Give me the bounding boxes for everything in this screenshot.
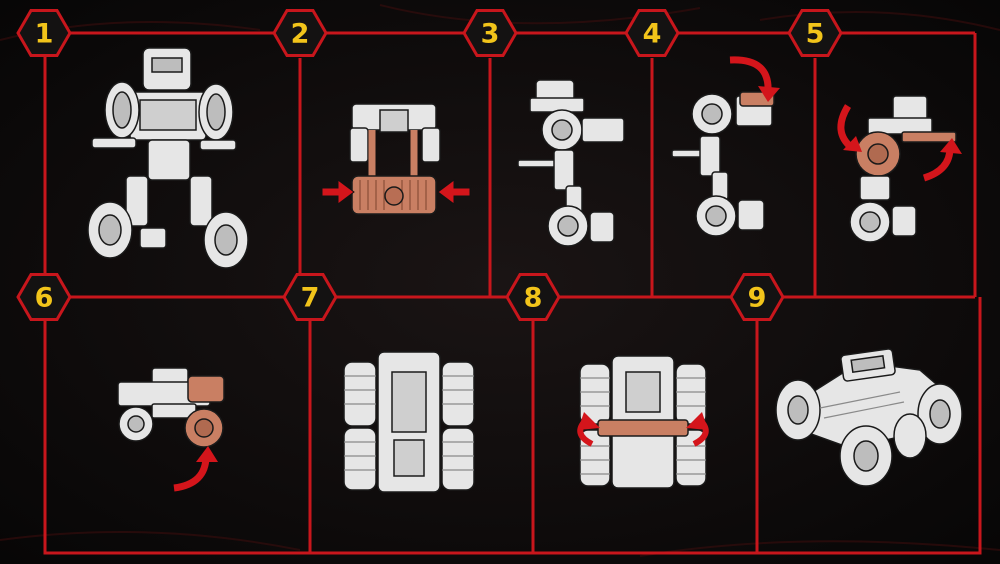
hexagon-badge-icon: [787, 9, 843, 57]
step-1-figure: [87, 47, 249, 269]
step-8-arrows: [577, 412, 709, 447]
step-badge-8: 8: [505, 273, 561, 321]
step-badge-5: 5: [787, 9, 843, 57]
step-3-figure: [517, 79, 625, 247]
curved-arrow-down-icon: [729, 56, 772, 93]
step-2-figure: [349, 103, 441, 215]
step-number: 7: [301, 283, 320, 314]
step-4-arrows: [729, 56, 780, 102]
step-6-arrows: [173, 446, 218, 492]
arrow-left-icon: [437, 179, 471, 205]
hexagon-badge-icon: [16, 9, 72, 57]
hexagon-badge-icon: [282, 273, 338, 321]
step-5-figure: [849, 95, 957, 243]
step-number: 6: [35, 283, 54, 314]
step-number: 9: [748, 283, 767, 314]
hexagon-badge-icon: [462, 9, 518, 57]
hexagon-badge-icon: [624, 9, 680, 57]
step-badge-2: 2: [272, 9, 328, 57]
step-5-arrows: [837, 104, 962, 182]
step-number: 4: [643, 19, 662, 50]
step-9-figure: [775, 348, 963, 487]
step-number: 8: [524, 283, 543, 314]
hexagon-badge-icon: [272, 9, 328, 57]
step-badge-4: 4: [624, 9, 680, 57]
step-number: 3: [481, 19, 500, 50]
step-2-arrows: [321, 179, 471, 205]
hexagon-badge-icon: [729, 273, 785, 321]
hexagon-badge-icon: [505, 273, 561, 321]
step-number: 5: [806, 19, 825, 50]
step-badge-1: 1: [16, 9, 72, 57]
step-4-figure: [671, 91, 775, 237]
step-7-figure: [343, 351, 475, 493]
hexagon-badge-icon: [16, 273, 72, 321]
step-8-figure: [579, 355, 707, 489]
step-number: 1: [35, 19, 54, 50]
step-badge-7: 7: [282, 273, 338, 321]
step-number: 2: [291, 19, 310, 50]
step-6-figure: [117, 367, 225, 448]
step-badge-3: 3: [462, 9, 518, 57]
step-badge-9: 9: [729, 273, 785, 321]
step-badge-6: 6: [16, 273, 72, 321]
arrow-right-icon: [321, 179, 355, 205]
